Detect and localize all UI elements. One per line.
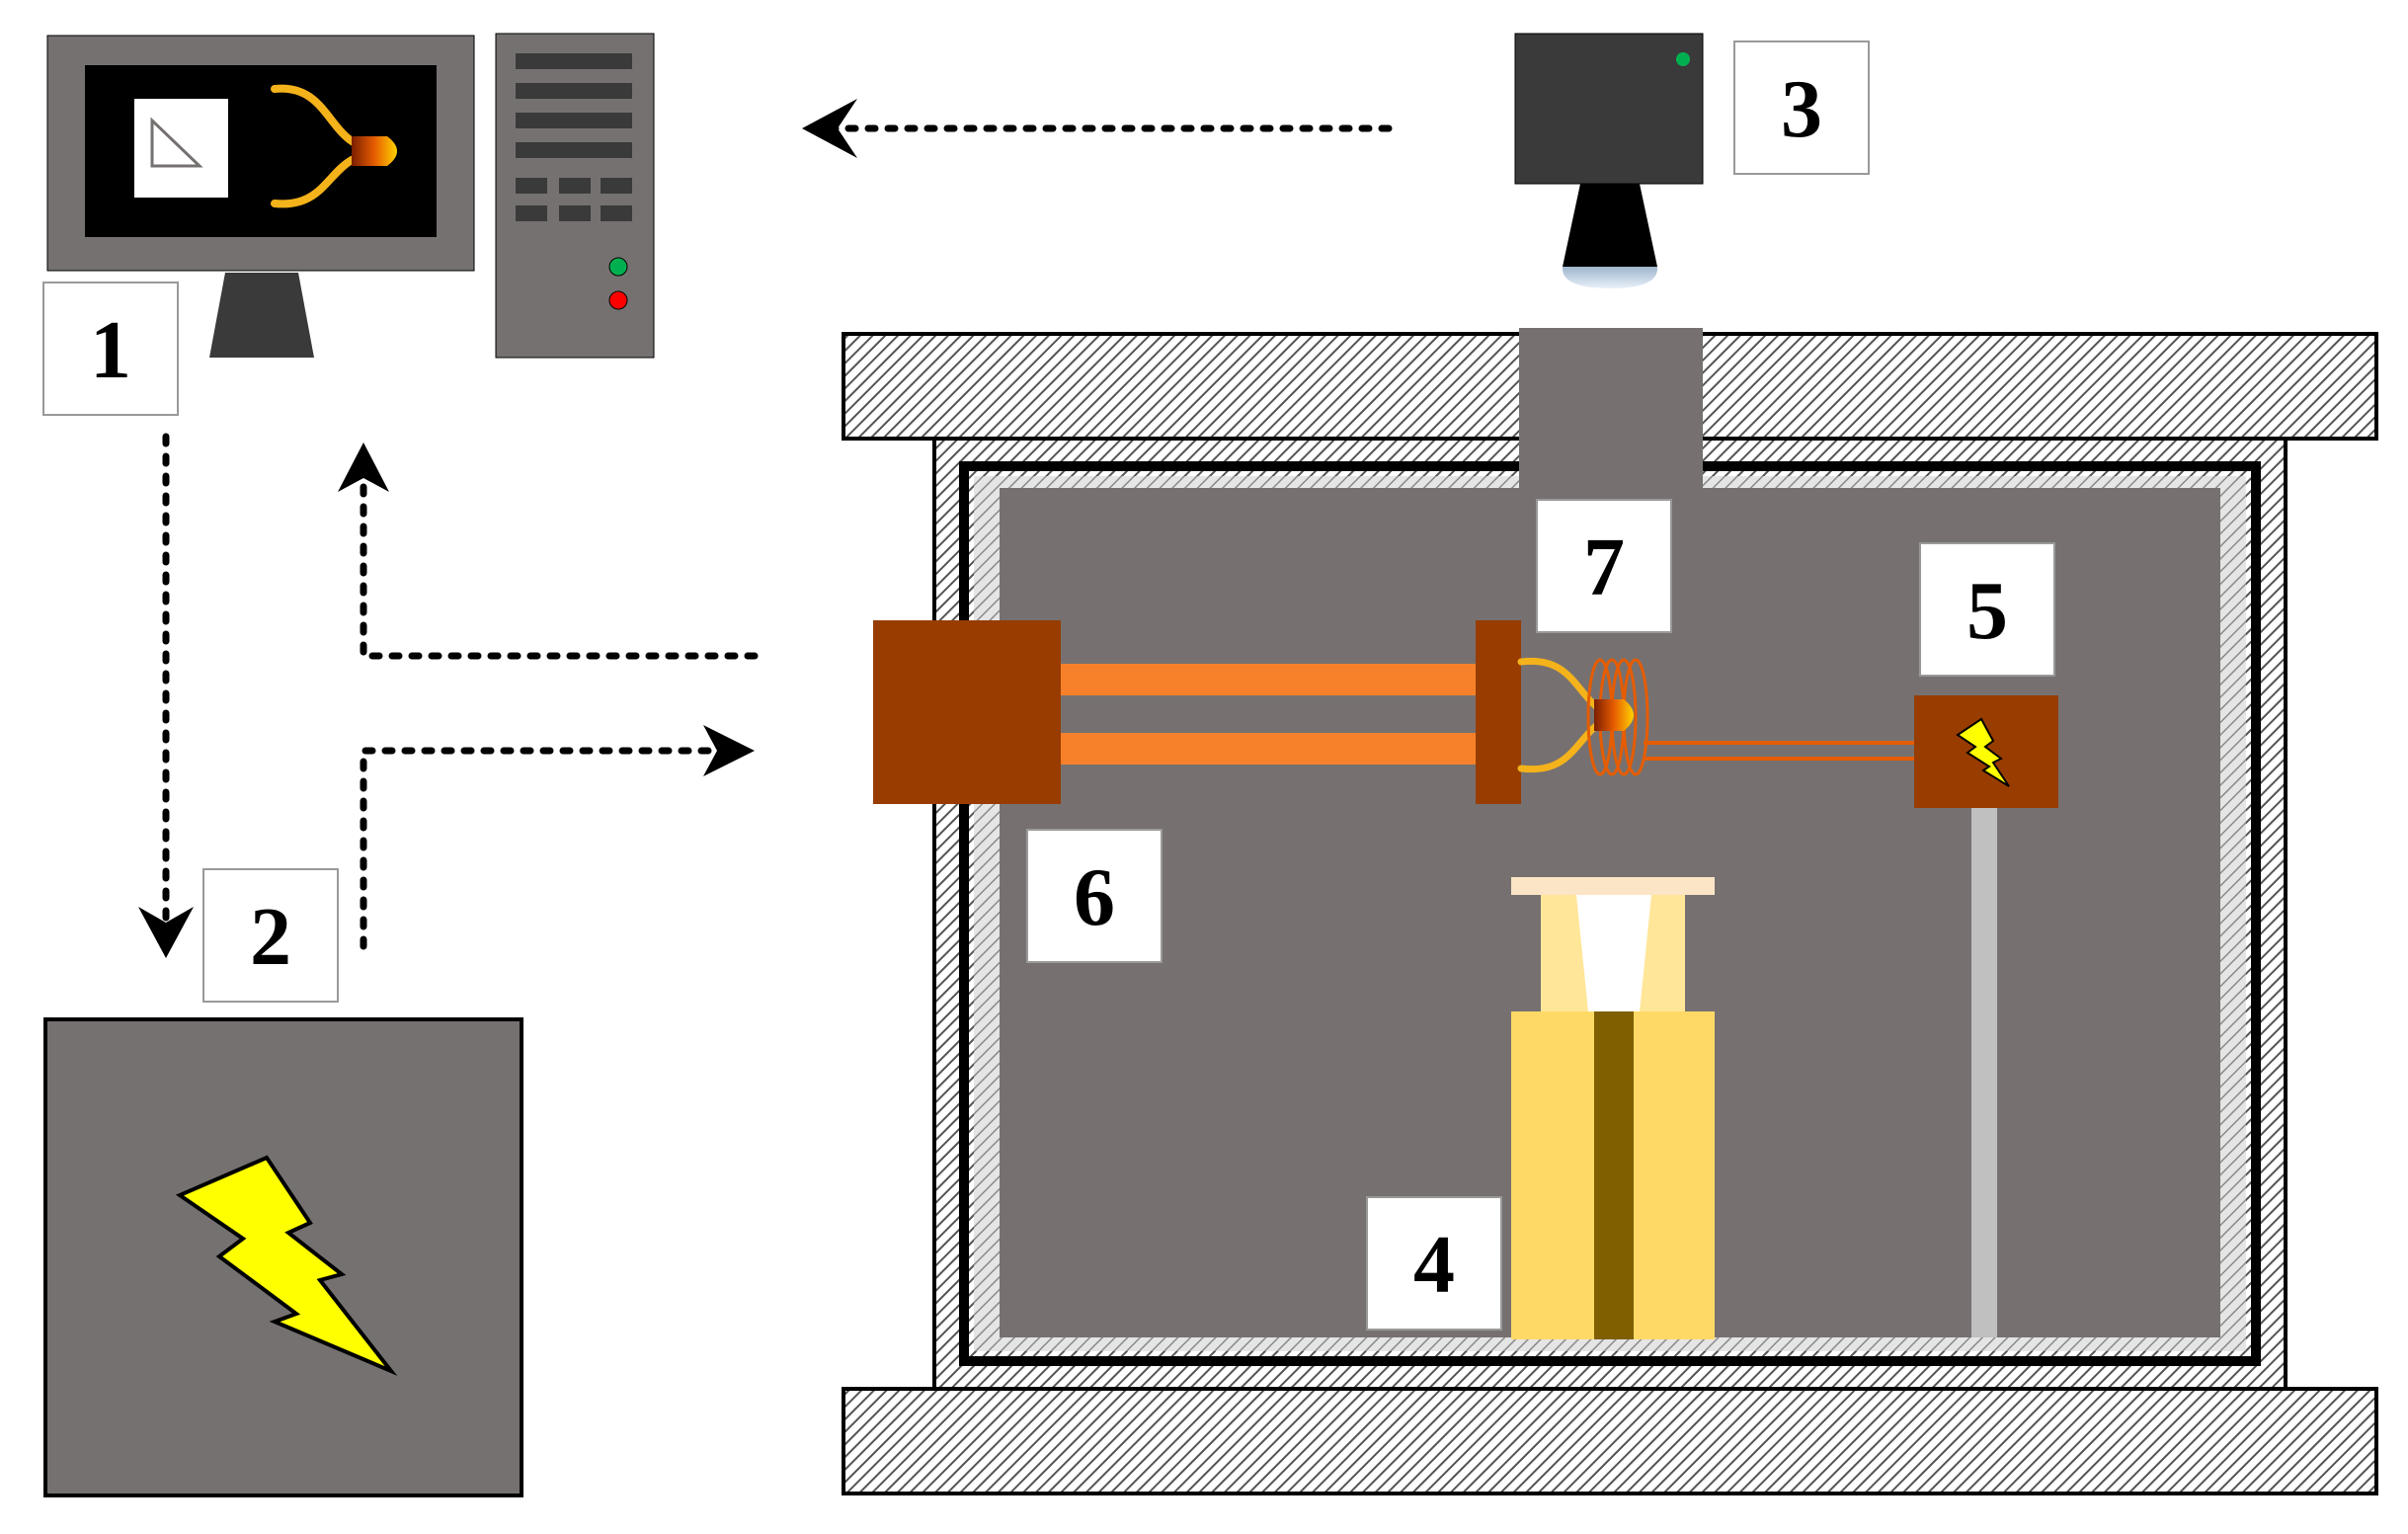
- lightning-bolt-icon: [175, 1155, 398, 1376]
- arrow-icon: [338, 443, 389, 492]
- label-current-feedthrough: 6: [1074, 851, 1115, 943]
- arrow-icon: [138, 907, 194, 958]
- monitor-icon: [46, 35, 475, 358]
- camera-icon: [1514, 33, 1704, 288]
- arrow-icon: [703, 725, 755, 776]
- tower-pc-icon: [495, 33, 655, 359]
- label-camera: 3: [1781, 63, 1822, 155]
- electrode-holder: [1914, 695, 2058, 1337]
- label-crucible-stand: 4: [1413, 1219, 1455, 1311]
- label-power-supply: 2: [250, 891, 291, 983]
- signal-arrows: [162, 124, 1393, 950]
- arrow-furnace-to-computer: [360, 460, 759, 660]
- label-electrode-holder: 5: [1967, 565, 2008, 657]
- label-computer: 1: [90, 304, 131, 396]
- lightning-bolt-icon: [1956, 717, 2010, 787]
- arrow-power-supply-to-furnace: [360, 747, 739, 950]
- arrow-icon: [802, 99, 857, 158]
- crucible-stand: [1511, 877, 1715, 1339]
- label-induction-coil: 7: [1583, 522, 1625, 613]
- power-supply-box: [43, 1017, 523, 1497]
- current-feedthrough: [873, 620, 1914, 804]
